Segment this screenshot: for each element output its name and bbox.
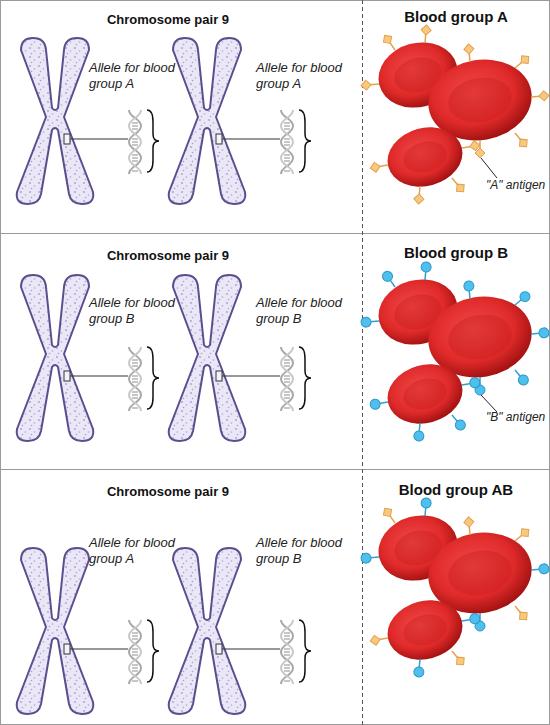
b-antigen	[420, 498, 432, 517]
b-antigen	[413, 423, 425, 442]
row-divider	[0, 469, 550, 470]
panel-heading: Blood group AB	[362, 481, 550, 498]
a-antigen	[531, 90, 550, 102]
antigen-label: "B" antigen	[486, 410, 550, 424]
diagram-panel: Chromosome pair 9 Allele for blood group …	[0, 469, 362, 725]
leader-line	[481, 395, 497, 412]
antigen-label: "A" antigen	[486, 178, 550, 192]
panel-heading: Chromosome pair 9	[0, 12, 336, 27]
b-antigen	[512, 290, 532, 309]
diagram-panel: Chromosome pair 9 Allele for blood group …	[0, 233, 362, 469]
red-blood-cells	[371, 34, 538, 195]
diagram-panel: Blood group AB	[362, 469, 550, 725]
a-antigen	[511, 130, 530, 150]
diagram-panel: Blood group A "A" antigen	[362, 0, 550, 233]
allele-label: Allele for blood group B	[89, 295, 189, 327]
a-antigen	[448, 648, 467, 668]
column-divider	[362, 0, 363, 725]
b-antigen	[381, 269, 400, 289]
allele-label: Allele for blood group A	[89, 535, 189, 567]
allele-label: Allele for blood group B	[256, 295, 356, 327]
b-antigen	[531, 563, 550, 575]
allele-label: Allele for blood group A	[256, 60, 356, 92]
a-antigen	[381, 505, 400, 525]
a-antigen	[420, 25, 432, 44]
b-antigen	[463, 281, 475, 300]
a-antigen	[381, 32, 400, 52]
b-antigen	[461, 613, 480, 626]
chromosome-unit	[169, 548, 311, 714]
b-antigen	[420, 262, 432, 281]
b-antigen	[413, 659, 425, 678]
antigen-set	[361, 25, 550, 205]
a-antigen	[369, 633, 388, 646]
panel-heading: Chromosome pair 9	[0, 484, 336, 499]
b-antigen	[511, 367, 530, 387]
panel-heading: Blood group A	[362, 8, 550, 25]
a-antigen	[369, 160, 388, 173]
diagram-panel: Blood group B "B" antigen	[362, 233, 550, 469]
red-blood-cells	[371, 507, 538, 668]
panel-heading: Chromosome pair 9	[0, 248, 336, 263]
antigen-set	[361, 498, 550, 678]
a-antigen	[448, 175, 467, 195]
a-antigen	[511, 603, 530, 623]
b-antigen	[461, 377, 480, 390]
leader-line	[481, 158, 497, 178]
b-antigen	[361, 316, 380, 328]
panel-heading: Blood group B	[362, 244, 550, 261]
antigen-set	[361, 262, 550, 442]
a-antigen	[413, 186, 425, 205]
b-antigen	[361, 552, 380, 564]
allele-label: Allele for blood group A	[89, 60, 189, 92]
a-antigen	[461, 140, 480, 153]
b-antigen	[531, 327, 550, 339]
red-blood-cells	[371, 271, 538, 432]
chromosome-unit	[17, 548, 159, 714]
b-antigen	[369, 397, 388, 410]
a-antigen	[463, 517, 475, 536]
a-antigen	[463, 44, 475, 63]
b-antigen	[448, 412, 467, 432]
diagram-panel: Chromosome pair 9 Allele for blood group …	[0, 0, 362, 233]
row-divider	[0, 233, 550, 234]
a-antigen	[512, 53, 532, 72]
a-antigen	[512, 526, 532, 545]
a-antigen	[361, 79, 380, 91]
allele-label: Allele for blood group B	[256, 535, 356, 567]
